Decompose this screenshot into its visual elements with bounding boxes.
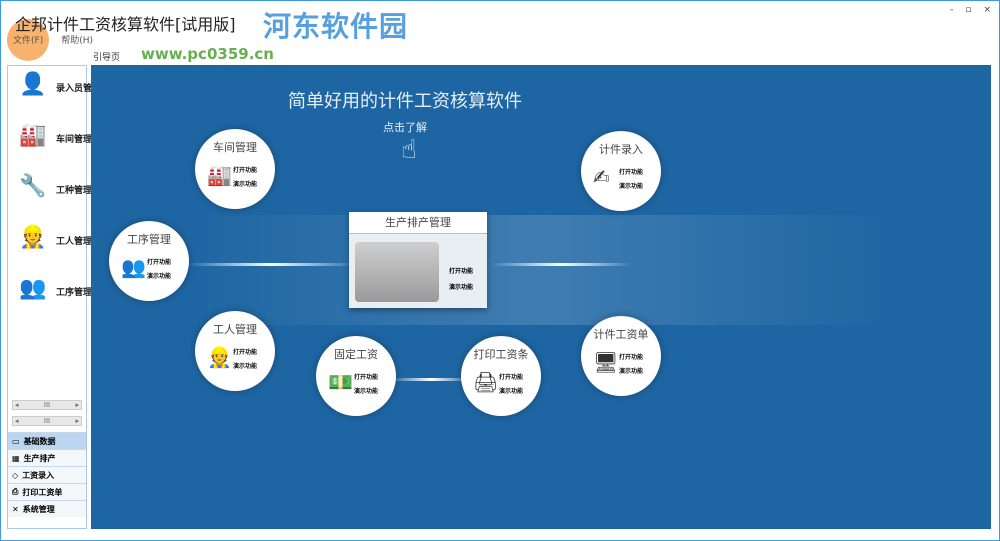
module-title: 车间管理 [213, 141, 257, 154]
nav-production[interactable]: ▦生产排产 [8, 449, 86, 466]
menu-file[interactable]: 文件(F) [13, 36, 44, 46]
module-title: 计件工资单 [593, 328, 649, 341]
sidebar: 👤录入员管 🏭车间管理 🔧工种管理 👷工人管理 👥工序管理 ◂III▸ ◂III… [7, 65, 92, 529]
demo-function-link[interactable]: 演示功能 [619, 183, 644, 190]
money-hand-icon: 💵 [328, 370, 353, 394]
module-print-slip[interactable]: 打印工资条 🖨 打开功能 演示功能 [461, 336, 541, 416]
nav-basic-data[interactable]: ▭基础数据 [8, 432, 86, 449]
tag-icon: ◇ [12, 470, 19, 480]
user-gear-icon: 👤 [19, 72, 47, 97]
wrench-icon: 🔧 [19, 174, 47, 199]
connector [491, 263, 631, 266]
open-function-link[interactable]: 打开功能 [354, 374, 379, 381]
open-function-link[interactable]: 打开功能 [449, 268, 474, 275]
worker-icon: 👷 [207, 345, 232, 369]
person-screen-icon: 🖥 [593, 350, 619, 374]
watermark-name: 河东软件园 [263, 10, 409, 43]
demo-function-link[interactable]: 演示功能 [449, 284, 474, 291]
module-worker[interactable]: 工人管理 👷 打开功能 演示功能 [195, 311, 275, 391]
nav-system[interactable]: ✕系统管理 [8, 500, 86, 517]
demo-function-link[interactable]: 演示功能 [233, 181, 258, 188]
menu-help[interactable]: 帮助(H) [61, 36, 93, 46]
connector [391, 378, 471, 381]
folder-people-icon: 👥 [19, 276, 47, 301]
sidebar-item-workshop[interactable]: 🏭车间管理 [18, 123, 92, 153]
sidebar-item-worker[interactable]: 👷工人管理 [18, 225, 92, 255]
page-title: 简单好用的计件工资核算软件 [288, 91, 522, 112]
watermark-url: www.pc0359.cn [141, 45, 274, 63]
module-fixed-wage[interactable]: 固定工资 💵 打开功能 演示功能 [316, 336, 396, 416]
learn-more-link[interactable]: 点击了解 [383, 121, 427, 134]
guide-panel: 简单好用的计件工资核算软件 点击了解 ☝ 生产排产管理 打开功能 演示功能 车间… [91, 65, 991, 529]
open-function-link[interactable]: 打开功能 [619, 354, 644, 361]
background-glow [191, 215, 891, 325]
tab-guide[interactable]: 引导页 [93, 53, 121, 63]
calendar-icon: ▦ [12, 453, 20, 463]
worker-icon: 👷 [19, 225, 47, 250]
demo-function-link[interactable]: 演示功能 [499, 388, 524, 395]
horizontal-scrollbar[interactable]: ◂III▸ [12, 400, 82, 410]
horizontal-scrollbar[interactable]: ◂III▸ [12, 416, 82, 426]
watermark-logo [7, 19, 49, 61]
module-process[interactable]: 工序管理 👥 打开功能 演示功能 [109, 221, 189, 301]
window-title: 企邦计件工资核算软件[试用版] [15, 15, 236, 34]
nav-print-wage[interactable]: ⎙打印工资单 [8, 483, 86, 500]
module-title: 固定工资 [334, 348, 378, 361]
module-title: 计件录入 [599, 143, 643, 156]
open-function-link[interactable]: 打开功能 [147, 259, 172, 266]
sidebar-item-operator[interactable]: 👤录入员管 [18, 72, 92, 102]
nav-wage-entry[interactable]: ◇工资录入 [8, 466, 86, 483]
sidebar-item-worktype[interactable]: 🔧工种管理 [18, 174, 92, 204]
module-title: 工人管理 [213, 323, 257, 336]
module-workshop[interactable]: 车间管理 🏭 打开功能 演示功能 [195, 129, 275, 209]
demo-function-link[interactable]: 演示功能 [354, 388, 379, 395]
demo-function-link[interactable]: 演示功能 [233, 363, 258, 370]
production-scheduling-card[interactable]: 生产排产管理 打开功能 演示功能 [349, 212, 487, 308]
open-function-link[interactable]: 打开功能 [619, 169, 644, 176]
folder-people-icon: 👥 [121, 255, 146, 279]
workers-illustration [355, 242, 439, 302]
person-print-icon: 🖨 [473, 370, 499, 394]
module-piece-entry[interactable]: 计件录入 ✍ 打开功能 演示功能 [581, 131, 661, 211]
printer-icon: ⎙ [12, 487, 19, 496]
connector [186, 263, 356, 266]
hand-write-icon: ✍ [593, 165, 610, 189]
restore-button[interactable]: ▫ [965, 5, 972, 15]
open-function-link[interactable]: 打开功能 [233, 167, 258, 174]
factory-icon: 🏭 [207, 163, 232, 187]
demo-function-link[interactable]: 演示功能 [619, 368, 644, 375]
module-piece-wage-list[interactable]: 计件工资单 🖥 打开功能 演示功能 [581, 316, 661, 396]
close-button[interactable]: × [983, 5, 991, 15]
demo-function-link[interactable]: 演示功能 [147, 273, 172, 280]
database-icon: ▭ [12, 436, 20, 446]
minimize-button[interactable]: - [950, 5, 954, 15]
tools-icon: ✕ [12, 504, 19, 514]
hand-pointer-icon[interactable]: ☝ [401, 135, 417, 165]
open-function-link[interactable]: 打开功能 [233, 349, 258, 356]
module-title: 工序管理 [127, 233, 171, 246]
module-title: 打印工资条 [473, 348, 529, 361]
open-function-link[interactable]: 打开功能 [499, 374, 524, 381]
sidebar-item-process[interactable]: 👥工序管理 [18, 276, 92, 306]
factory-icon: 🏭 [19, 123, 47, 148]
